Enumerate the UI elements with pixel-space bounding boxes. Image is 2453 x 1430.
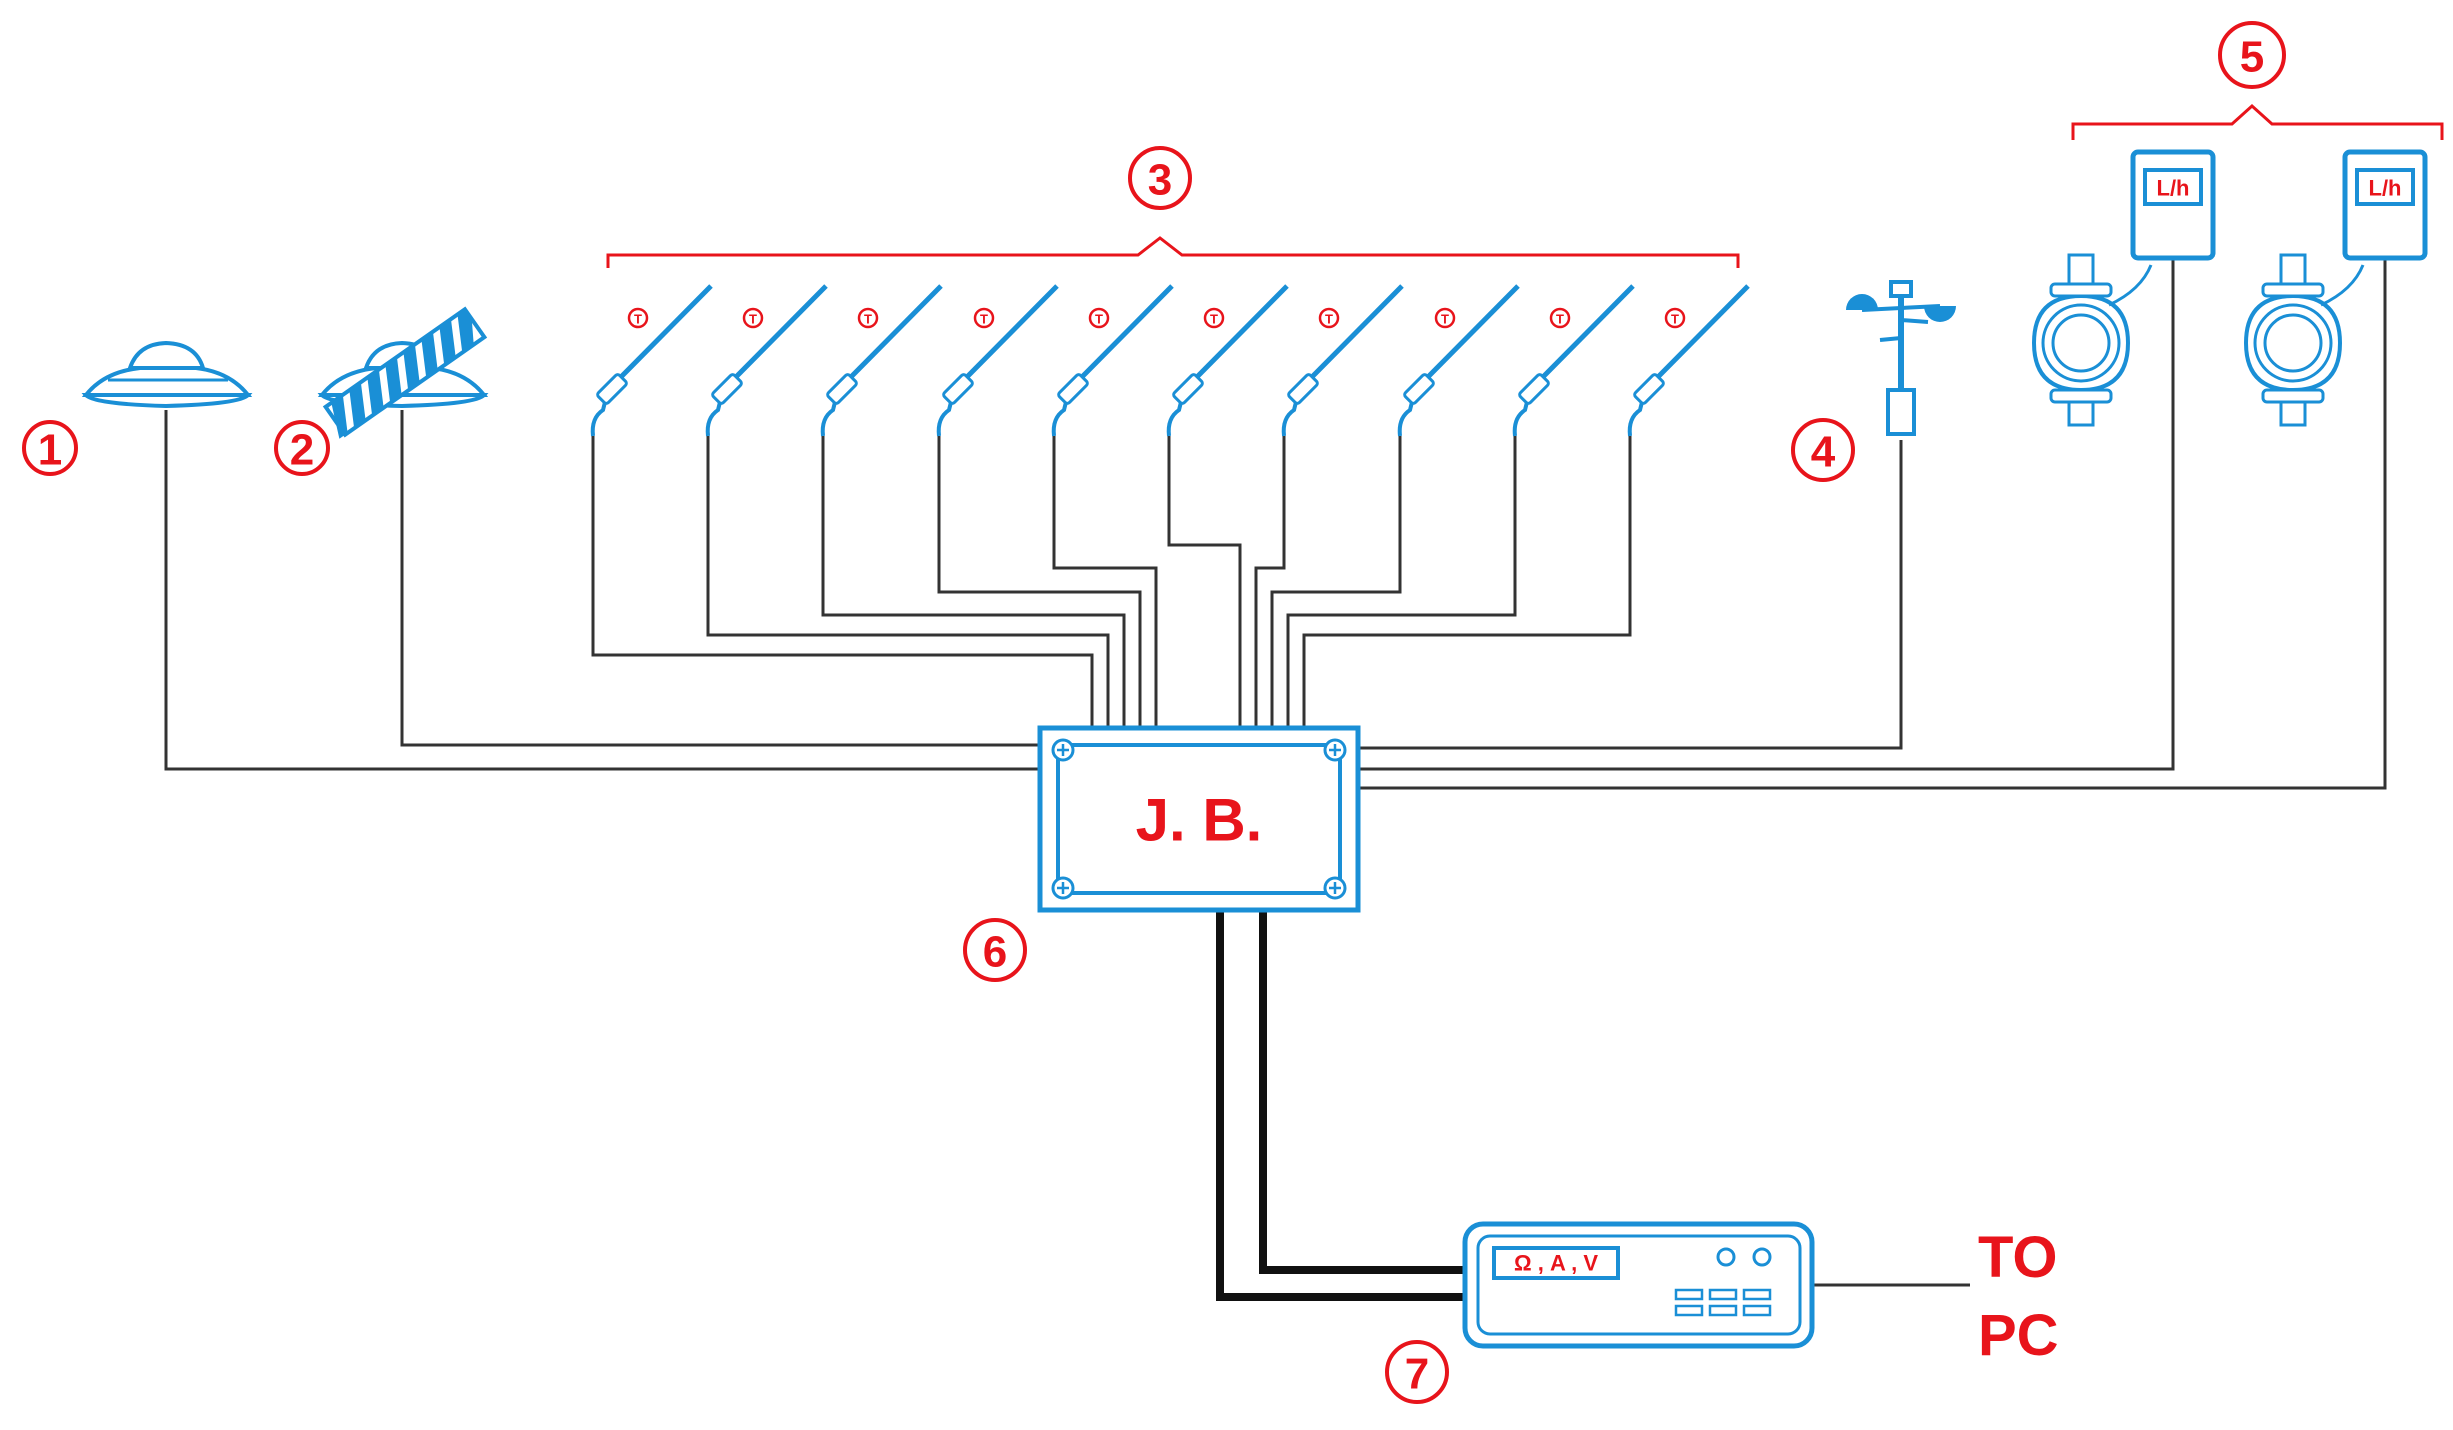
label-7: 7 xyxy=(1405,1350,1429,1399)
wire-temperature-sensor xyxy=(821,436,1126,728)
sensor-mark: T xyxy=(864,312,872,327)
temperature-sensor-icon: T xyxy=(1627,284,1750,437)
wire-temperature-sensor xyxy=(1270,436,1402,728)
temperature-sensor-icon: T xyxy=(820,284,943,437)
cable-meter-b xyxy=(1259,910,1465,1274)
flowmeter-unit: L/h xyxy=(2369,176,2402,201)
pyranometer-icon xyxy=(81,340,253,409)
sensor-mark: T xyxy=(1095,312,1103,327)
wire-pyranometer xyxy=(164,410,1040,771)
screw-icon xyxy=(1323,876,1347,900)
screw-icon xyxy=(1323,738,1347,762)
wire-temperature-sensor xyxy=(591,436,1094,728)
wire-temperature-sensor xyxy=(1052,436,1158,728)
meter-key xyxy=(1674,1288,1704,1301)
meter-key xyxy=(1708,1288,1738,1301)
sensor-mark: T xyxy=(980,312,988,327)
to-pc-line-2: PC xyxy=(1978,1303,2059,1368)
temperature-sensor-icon: T xyxy=(1166,284,1289,437)
wire-flowmeter-1 xyxy=(1358,260,2175,771)
wire-anemometer xyxy=(1358,440,1903,750)
label-1: 1 xyxy=(38,426,62,475)
temperature-sensor-icon: T xyxy=(590,284,713,437)
wire-shaded-pyranometer xyxy=(400,410,1040,747)
sensor-mark: T xyxy=(1671,312,1679,327)
anemometer-icon xyxy=(1846,280,1956,436)
sensor-mark: T xyxy=(749,312,757,327)
wire-temperature-sensor xyxy=(937,436,1142,728)
sensor-wires xyxy=(591,436,1632,728)
junction-box-icon: J. B. xyxy=(1037,725,1361,913)
wires xyxy=(164,260,2387,1301)
label-2: 2 xyxy=(290,426,314,475)
meter-key xyxy=(1674,1304,1704,1317)
temperature-sensor-icon: T xyxy=(1397,284,1520,437)
screw-icon xyxy=(1051,876,1075,900)
sensor-mark: T xyxy=(634,312,642,327)
wire-temperature-sensor xyxy=(1254,436,1286,728)
temperature-sensor-icon: T xyxy=(705,284,828,437)
flowmeter-icon: L/h xyxy=(2243,149,2428,427)
label-6: 6 xyxy=(983,928,1007,977)
flowmeter-unit: L/h xyxy=(2157,176,2190,201)
temperature-sensor-icon: T xyxy=(1512,284,1635,437)
to-pc-line-1: TO xyxy=(1978,1225,2058,1290)
number-labels: 1 2 3 4 5 6 7 xyxy=(22,21,2286,1404)
cable-meter-a xyxy=(1216,910,1465,1301)
flowmeter-icon: L/h L/h xyxy=(2031,149,2428,427)
sensor-mark: T xyxy=(1210,312,1218,327)
label-5: 5 xyxy=(2240,33,2264,82)
sensor-mark: T xyxy=(1441,312,1449,327)
screw-icon xyxy=(1051,738,1075,762)
wire-temperature-sensor xyxy=(1167,436,1242,728)
sensor-mark: T xyxy=(1325,312,1333,327)
junction-box-label: J. B. xyxy=(1136,787,1263,854)
multimeter-icon: Ω , A , V xyxy=(1462,1221,1815,1349)
label-3: 3 xyxy=(1148,156,1172,205)
meter-display: Ω , A , V xyxy=(1514,1251,1598,1276)
wire-temperature-sensor xyxy=(1302,436,1632,728)
shaded-pyranometer-icon xyxy=(317,306,489,439)
wire-flowmeter-2 xyxy=(1358,260,2387,790)
temperature-sensor-icon: T xyxy=(1281,284,1404,437)
temperature-sensor-icon: T xyxy=(936,284,1059,437)
label-4: 4 xyxy=(1811,428,1836,477)
wire-temperature-sensor xyxy=(706,436,1110,728)
temperature-sensor-icon: T xyxy=(1051,284,1174,437)
meter-key xyxy=(1708,1304,1738,1317)
flowmeter-icon: L/h xyxy=(2031,149,2216,427)
meter-key xyxy=(1742,1304,1772,1317)
meter-key xyxy=(1742,1288,1772,1301)
flowmeter-group-bracket xyxy=(2071,103,2444,140)
wire-temperature-sensor xyxy=(1286,436,1517,728)
sensor-mark: T xyxy=(1556,312,1564,327)
sensor-group-bracket xyxy=(606,236,1740,268)
